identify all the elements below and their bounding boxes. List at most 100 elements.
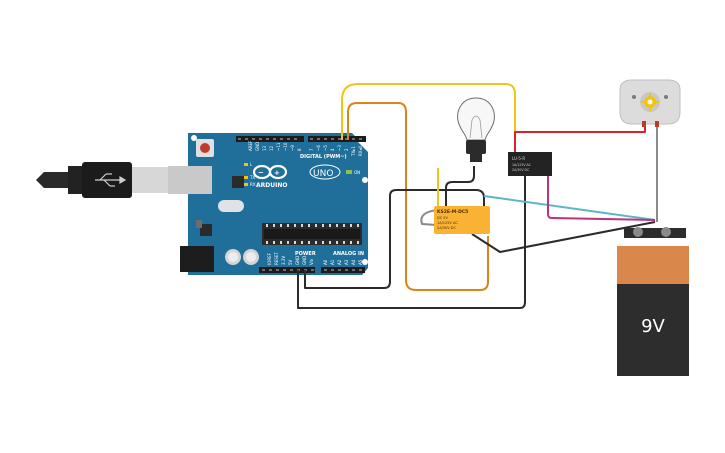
motor-screw <box>664 95 668 99</box>
dc-motor[interactable] <box>619 79 681 127</box>
pin-label-13: 13 <box>262 145 267 151</box>
pin-label-gnd-2: GND <box>302 256 307 265</box>
pin-label-2: 2 <box>344 148 349 151</box>
relay-lu5r-body <box>508 152 552 176</box>
relay-ks2e-model: KS2E-M-DC5 <box>437 209 468 215</box>
bulb-socket-base <box>470 154 482 162</box>
atmega-body <box>264 229 360 239</box>
bulb-glass <box>457 97 495 141</box>
wire-black-gnd-to-relay[interactable] <box>304 189 485 289</box>
bulb-socket <box>466 140 486 154</box>
wires <box>297 83 658 309</box>
reset-button-cap[interactable] <box>200 143 210 153</box>
pin-label-ioref: IOREF <box>267 252 272 265</box>
pin-label-gnd: GND <box>255 142 260 151</box>
pin-label-7: 7 <box>309 148 314 151</box>
battery-terminal-negative <box>633 227 643 237</box>
pin-label-9: ~9 <box>290 145 295 151</box>
pin-label-10: ~10 <box>283 142 288 151</box>
pin-label-a5: A5 <box>358 259 363 265</box>
pin-label-rx0: RX◂0 <box>358 145 363 156</box>
battery-top-band <box>617 246 689 284</box>
pin-label-6: ~6 <box>316 145 321 151</box>
battery-terminal-block <box>624 228 686 238</box>
rx-led <box>244 183 248 186</box>
digital-header-upper[interactable] <box>236 136 304 142</box>
regulator-tab <box>196 220 202 228</box>
arduino-uno-board[interactable]: AREF GND 13 12 ~11 ~10 ~9 8 7 ~6 ~5 4 ~3… <box>168 133 368 275</box>
digital-header-lower[interactable] <box>308 136 366 142</box>
usb-plug-metal <box>132 167 168 193</box>
mount-hole <box>362 259 368 265</box>
l-led-label: L <box>250 162 253 167</box>
rx-led-label: RX <box>250 182 256 187</box>
usb-icon <box>95 173 127 187</box>
pin-label-a3: A3 <box>344 259 349 265</box>
analog-header[interactable] <box>321 267 365 273</box>
battery-9v[interactable]: 9V <box>617 227 689 376</box>
motor-screw <box>632 95 636 99</box>
pin-label-vin: Vin <box>309 258 314 265</box>
wire-black-bulb-to-relay[interactable] <box>445 166 475 206</box>
arduino-brand-text: ARDUINO <box>256 182 287 189</box>
pin-label-a4: A4 <box>351 259 356 265</box>
dc-power-jack <box>180 246 214 272</box>
motor-terminal-2 <box>655 121 659 127</box>
usb-plug-grip <box>68 166 84 194</box>
pin-label-reset: RESET <box>274 252 279 265</box>
pin-label-3: ~3 <box>337 145 342 151</box>
voltage-regulator <box>200 224 212 236</box>
pin-label-8: 8 <box>297 148 302 151</box>
motor-terminal-1 <box>642 121 646 127</box>
bulb-filament <box>469 115 483 139</box>
mount-hole <box>362 177 368 183</box>
battery-body <box>617 284 689 376</box>
wire-orange-pin2-to-relay[interactable] <box>347 102 489 291</box>
pin-label-tx1: TX▸1 <box>351 146 356 157</box>
mount-hole <box>191 135 197 141</box>
usb-chip <box>232 176 244 188</box>
pin-label-12: 12 <box>269 145 274 151</box>
relay-lu5r[interactable]: LU-5-R 1A/125V AC 2A/30V DC <box>508 152 552 176</box>
tx-led-label: TX <box>249 175 255 180</box>
wire-red-relay-to-motor[interactable] <box>514 126 646 158</box>
on-led <box>346 170 352 174</box>
usb-cable[interactable] <box>36 162 168 198</box>
pin-label-aref: AREF <box>248 140 253 151</box>
relay-ks2e-line2: 1A/125V AC <box>437 221 458 225</box>
arduino-logo-icon <box>252 164 288 180</box>
atmega-pins <box>266 224 359 244</box>
pin-label-a0: A0 <box>323 259 328 265</box>
tx-led <box>244 176 248 179</box>
light-bulb[interactable] <box>457 97 495 162</box>
wire-black-5v-to-relay[interactable] <box>297 172 526 309</box>
motor-gear-icon <box>641 93 659 111</box>
digital-pin-holes <box>238 138 362 140</box>
capacitor-2-top <box>246 252 256 262</box>
usb-cable-end <box>36 172 70 188</box>
wire-black-relay-to-battery[interactable] <box>471 221 656 253</box>
on-led-label: ON <box>354 170 360 175</box>
pin-label-3v3: 3.3V <box>281 256 286 265</box>
logo-plus: + <box>274 169 280 177</box>
pin-label-a2: A2 <box>337 259 342 265</box>
relay-lu5r-model: LU-5-R <box>512 156 525 161</box>
power-header[interactable] <box>259 267 315 273</box>
battery-voltage-label: 9V <box>641 316 665 337</box>
relay-ks2e-body <box>434 206 490 234</box>
relay-ks2e[interactable]: KS2E-M-DC5 DC 5V 1A/125V AC 2A/30V DC <box>434 206 490 234</box>
wire-magenta-relay-to-battery[interactable] <box>547 170 656 221</box>
pin-label-a1: A1 <box>330 259 335 265</box>
pin-label-4: 4 <box>330 148 335 151</box>
wire-yellow-pin3-to-relay[interactable] <box>341 83 516 150</box>
relay-lu5r-line2: 2A/30V DC <box>512 168 530 172</box>
crystal-oscillator <box>218 200 244 212</box>
capacitor-1-top <box>228 252 238 262</box>
wire-cyan-relay-to-battery[interactable] <box>483 195 656 221</box>
battery-terminal-positive <box>661 227 671 237</box>
digital-section-label: DIGITAL (PWM~) <box>300 154 347 160</box>
power-section-label: POWER <box>295 251 316 257</box>
relay-ks2e-line3: 2A/30V DC <box>437 226 456 230</box>
relay-ks2e-line1: DC 5V <box>437 216 448 220</box>
logo-minus: − <box>258 169 264 177</box>
